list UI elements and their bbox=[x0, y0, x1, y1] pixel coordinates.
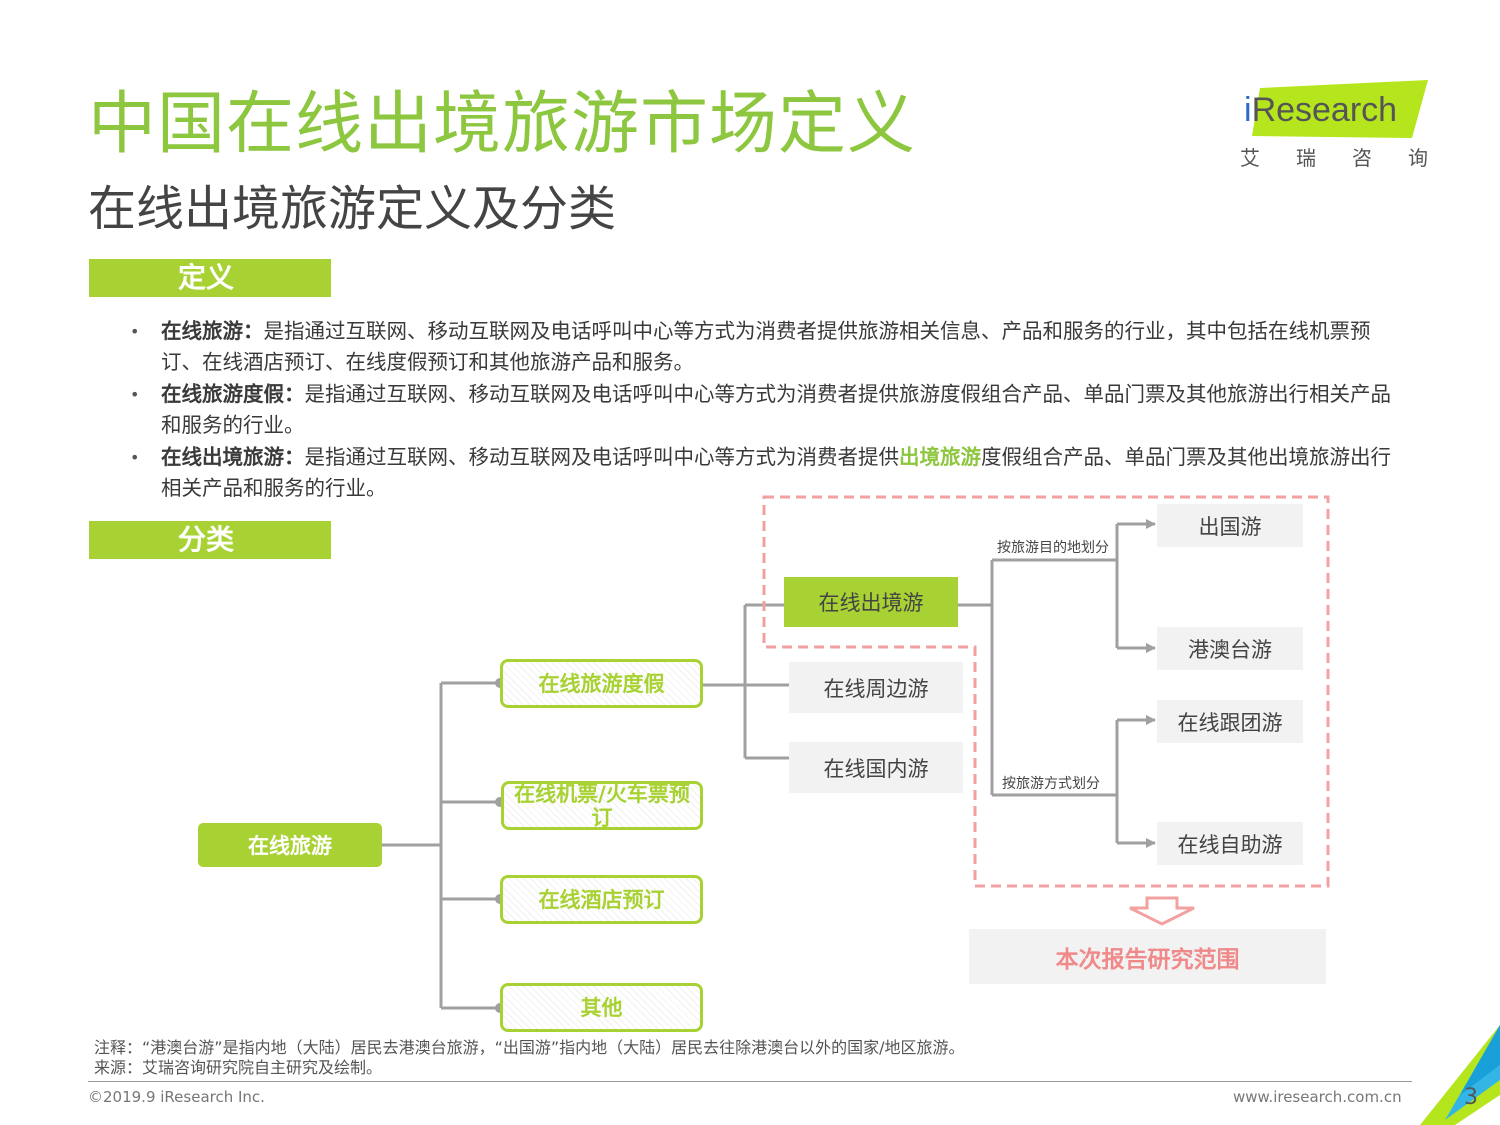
definition-text: 度假组合产品、单品门票及其他出境旅游出行相关产品和服务的行业。 bbox=[161, 445, 1391, 500]
label-by-destination: 按旅游目的地划分 bbox=[997, 540, 1109, 556]
page-subtitle: 在线出境旅游定义及分类 bbox=[88, 181, 617, 237]
node-online-outbound: 在线出境游 bbox=[784, 577, 958, 627]
section-label-definition: 定义 bbox=[89, 259, 331, 297]
node-group-tour: 在线跟团游 bbox=[1157, 700, 1303, 743]
node-online-hotel-booking: 在线酒店预订 bbox=[500, 875, 703, 924]
footnote: 注释：“港澳台游”是指内地（大陆）居民去港澳台旅游，“出国游”指内地（大陆）居民… bbox=[94, 1038, 965, 1057]
corner-decoration-icon bbox=[1420, 1025, 1500, 1125]
node-online-nearby: 在线周边游 bbox=[789, 662, 963, 713]
definition-text: 是指通过互联网、移动互联网及电话呼叫中心等方式为消费者提供旅游相关信息、产品和服… bbox=[161, 319, 1371, 374]
bullet-icon: • bbox=[130, 322, 140, 341]
definition-text: 是指通过互联网、移动互联网及电话呼叫中心等方式为消费者提供旅游度假组合产品、单品… bbox=[161, 382, 1391, 437]
definition-item: • 在线旅游度假：是指通过互联网、移动互联网及电话呼叫中心等方式为消费者提供旅游… bbox=[130, 379, 1392, 441]
section-label-classification: 分类 bbox=[89, 521, 331, 559]
definition-item: • 在线旅游：是指通过互联网、移动互联网及电话呼叫中心等方式为消费者提供旅游相关… bbox=[130, 316, 1392, 378]
definition-list: • 在线旅游：是指通过互联网、移动互联网及电话呼叫中心等方式为消费者提供旅游相关… bbox=[130, 316, 1392, 505]
node-online-travel: 在线旅游 bbox=[198, 823, 382, 867]
page-number: 3 bbox=[1464, 1085, 1478, 1110]
definition-term: 在线旅游： bbox=[161, 319, 264, 343]
definition-highlight: 出境旅游 bbox=[899, 445, 981, 469]
bullet-icon: • bbox=[130, 448, 140, 467]
node-online-domestic: 在线国内游 bbox=[789, 742, 963, 793]
definition-text: 是指通过互联网、移动互联网及电话呼叫中心等方式为消费者提供 bbox=[304, 445, 900, 469]
copyright: ©2019.9 iResearch Inc. bbox=[88, 1088, 265, 1106]
node-other: 其他 bbox=[500, 983, 703, 1032]
source-note: 来源：艾瑞咨询研究院自主研究及绘制。 bbox=[94, 1058, 383, 1077]
research-scope-label: 本次报告研究范围 bbox=[969, 929, 1326, 984]
label-by-travel-mode: 按旅游方式划分 bbox=[1002, 776, 1100, 792]
bullet-icon: • bbox=[130, 385, 140, 404]
logo-chinese-name: 艾瑞咨询 bbox=[1240, 146, 1428, 170]
definition-term: 在线出境旅游： bbox=[161, 445, 305, 469]
page-title: 中国在线出境旅游市场定义 bbox=[88, 85, 917, 164]
definition-term: 在线旅游度假： bbox=[161, 382, 305, 406]
footer-divider bbox=[88, 1081, 1412, 1082]
node-independent-travel: 在线自助游 bbox=[1157, 822, 1303, 865]
node-abroad-travel: 出国游 bbox=[1157, 504, 1303, 547]
node-online-vacation: 在线旅游度假 bbox=[500, 659, 703, 708]
logo-brand-text: iResearch bbox=[1244, 91, 1398, 129]
logo-green-shape-icon bbox=[1252, 80, 1428, 138]
website-url: www.iresearch.com.cn bbox=[1233, 1088, 1402, 1106]
node-hk-macao-taiwan-travel: 港澳台游 bbox=[1157, 627, 1303, 670]
iresearch-logo: iResearch 艾瑞咨询 bbox=[1238, 80, 1428, 170]
definition-item: • 在线出境旅游：是指通过互联网、移动互联网及电话呼叫中心等方式为消费者提供出境… bbox=[130, 442, 1392, 504]
node-online-ticket-booking: 在线机票/火车票预订 bbox=[501, 781, 703, 830]
